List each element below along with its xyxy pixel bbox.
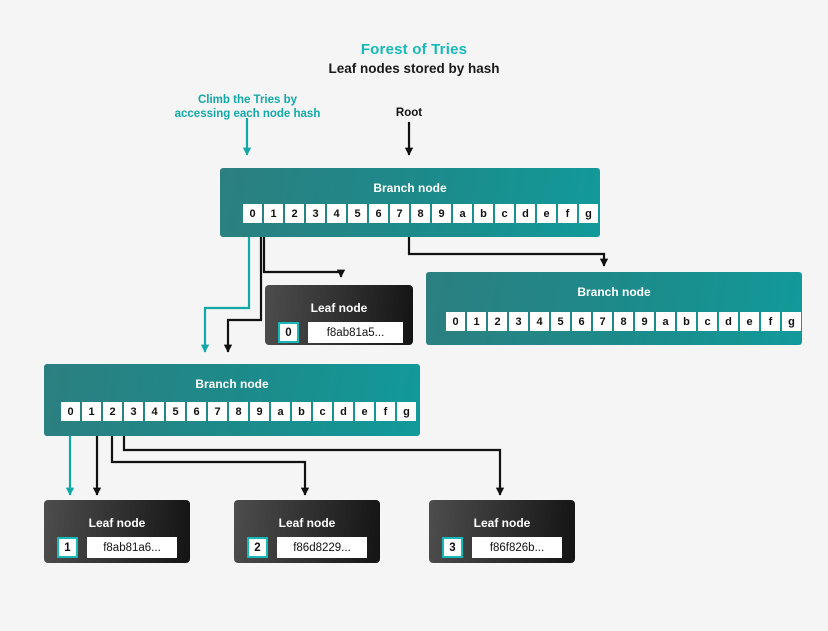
branch-cell-2[interactable]: 2 xyxy=(488,312,507,331)
branch-cell-3[interactable]: 3 xyxy=(124,402,143,421)
branch-node-title: Branch node xyxy=(195,377,269,391)
branch-cell-1[interactable]: 1 xyxy=(264,204,283,223)
annotation-climb: Climb the Tries by accessing each node h… xyxy=(160,93,335,121)
branch-cell-1[interactable]: 1 xyxy=(82,402,101,421)
leaf-node-row: 2 f86d8229... xyxy=(247,537,367,558)
leaf-node-0[interactable]: Leaf node 0 f8ab81a5... xyxy=(265,285,413,345)
branch-cell-b[interactable]: b xyxy=(677,312,696,331)
branch-cell-g[interactable]: g xyxy=(782,312,801,331)
branch-cell-b[interactable]: b xyxy=(292,402,311,421)
branch-cell-0[interactable]: 0 xyxy=(61,402,80,421)
branch-cell-7[interactable]: 7 xyxy=(390,204,409,223)
branch-node-root[interactable]: Branch node 0 1 2 3 4 5 6 7 8 9 a b c d … xyxy=(220,168,600,237)
branch-cell-e[interactable]: e xyxy=(355,402,374,421)
branch-cell-d[interactable]: d xyxy=(719,312,738,331)
branch-cells-right: 0 1 2 3 4 5 6 7 8 9 a b c d e f g xyxy=(446,312,801,331)
leaf-hash-value[interactable]: f86d8229... xyxy=(277,537,367,558)
branch-cell-4[interactable]: 4 xyxy=(530,312,549,331)
leaf-node-title: Leaf node xyxy=(473,516,531,530)
branch-cell-0[interactable]: 0 xyxy=(243,204,262,223)
branch-cell-2[interactable]: 2 xyxy=(285,204,304,223)
branch-cell-5[interactable]: 5 xyxy=(551,312,570,331)
branch-cell-8[interactable]: 8 xyxy=(411,204,430,223)
page-title: Forest of Tries xyxy=(360,41,468,58)
branch-cell-5[interactable]: 5 xyxy=(166,402,185,421)
branch-node-title: Branch node xyxy=(373,181,447,195)
branch-cell-9[interactable]: 9 xyxy=(635,312,654,331)
branch-cell-0[interactable]: 0 xyxy=(446,312,465,331)
branch-cell-b[interactable]: b xyxy=(474,204,493,223)
branch-cell-8[interactable]: 8 xyxy=(229,402,248,421)
leaf-node-row: 3 f86f826b... xyxy=(442,537,562,558)
branch-node-lower[interactable]: Branch node 0 1 2 3 4 5 6 7 8 9 a b c d … xyxy=(44,364,420,436)
branch-cell-c[interactable]: c xyxy=(313,402,332,421)
branch-cell-9[interactable]: 9 xyxy=(250,402,269,421)
leaf-node-row: 1 f8ab81a6... xyxy=(57,537,177,558)
branch-cell-f[interactable]: f xyxy=(761,312,780,331)
leaf-node-2[interactable]: Leaf node 2 f86d8229... xyxy=(234,500,380,563)
branch-cell-6[interactable]: 6 xyxy=(572,312,591,331)
branch-cell-a[interactable]: a xyxy=(453,204,472,223)
branch-cell-a[interactable]: a xyxy=(271,402,290,421)
branch-cell-d[interactable]: d xyxy=(516,204,535,223)
leaf-index-cell[interactable]: 3 xyxy=(442,537,463,558)
branch-cell-f[interactable]: f xyxy=(376,402,395,421)
branch-cell-9[interactable]: 9 xyxy=(432,204,451,223)
branch-cells-root: 0 1 2 3 4 5 6 7 8 9 a b c d e f g xyxy=(243,204,598,223)
branch-cell-c[interactable]: c xyxy=(698,312,717,331)
leaf-index-cell[interactable]: 2 xyxy=(247,537,268,558)
annotation-climb-line2: accessing each node hash xyxy=(174,108,321,120)
branch-cell-2[interactable]: 2 xyxy=(103,402,122,421)
branch-cell-5[interactable]: 5 xyxy=(348,204,367,223)
leaf-hash-value[interactable]: f8ab81a6... xyxy=(87,537,177,558)
branch-cell-8[interactable]: 8 xyxy=(614,312,633,331)
leaf-node-title: Leaf node xyxy=(310,301,368,315)
leaf-node-title: Leaf node xyxy=(278,516,336,530)
branch-node-right[interactable]: Branch node 0 1 2 3 4 5 6 7 8 9 a b c d … xyxy=(426,272,802,345)
branch-cell-6[interactable]: 6 xyxy=(369,204,388,223)
page-subtitle: Leaf nodes stored by hash xyxy=(328,61,500,76)
branch-cell-g[interactable]: g xyxy=(397,402,416,421)
branch-cell-3[interactable]: 3 xyxy=(306,204,325,223)
leaf-hash-value[interactable]: f8ab81a5... xyxy=(308,322,403,343)
branch-cell-1[interactable]: 1 xyxy=(467,312,486,331)
branch-cell-6[interactable]: 6 xyxy=(187,402,206,421)
branch-cell-g[interactable]: g xyxy=(579,204,598,223)
leaf-node-title: Leaf node xyxy=(88,516,146,530)
branch-cell-7[interactable]: 7 xyxy=(208,402,227,421)
leaf-index-cell[interactable]: 1 xyxy=(57,537,78,558)
branch-node-title: Branch node xyxy=(577,285,651,299)
branch-cell-3[interactable]: 3 xyxy=(509,312,528,331)
leaf-node-3[interactable]: Leaf node 3 f86f826b... xyxy=(429,500,575,563)
branch-cell-f[interactable]: f xyxy=(558,204,577,223)
branch-cell-e[interactable]: e xyxy=(537,204,556,223)
branch-cell-d[interactable]: d xyxy=(334,402,353,421)
leaf-hash-value[interactable]: f86f826b... xyxy=(472,537,562,558)
branch-cells-lower: 0 1 2 3 4 5 6 7 8 9 a b c d e f g xyxy=(61,402,416,421)
branch-cell-4[interactable]: 4 xyxy=(327,204,346,223)
branch-cell-e[interactable]: e xyxy=(740,312,759,331)
annotation-climb-line1: Climb the Tries by xyxy=(197,94,298,106)
annotation-root: Root xyxy=(395,107,423,119)
branch-cell-4[interactable]: 4 xyxy=(145,402,164,421)
leaf-node-row: 0 f8ab81a5... xyxy=(278,322,403,343)
leaf-index-cell[interactable]: 0 xyxy=(278,322,299,343)
branch-cell-a[interactable]: a xyxy=(656,312,675,331)
branch-cell-7[interactable]: 7 xyxy=(593,312,612,331)
branch-cell-c[interactable]: c xyxy=(495,204,514,223)
leaf-node-1[interactable]: Leaf node 1 f8ab81a6... xyxy=(44,500,190,563)
